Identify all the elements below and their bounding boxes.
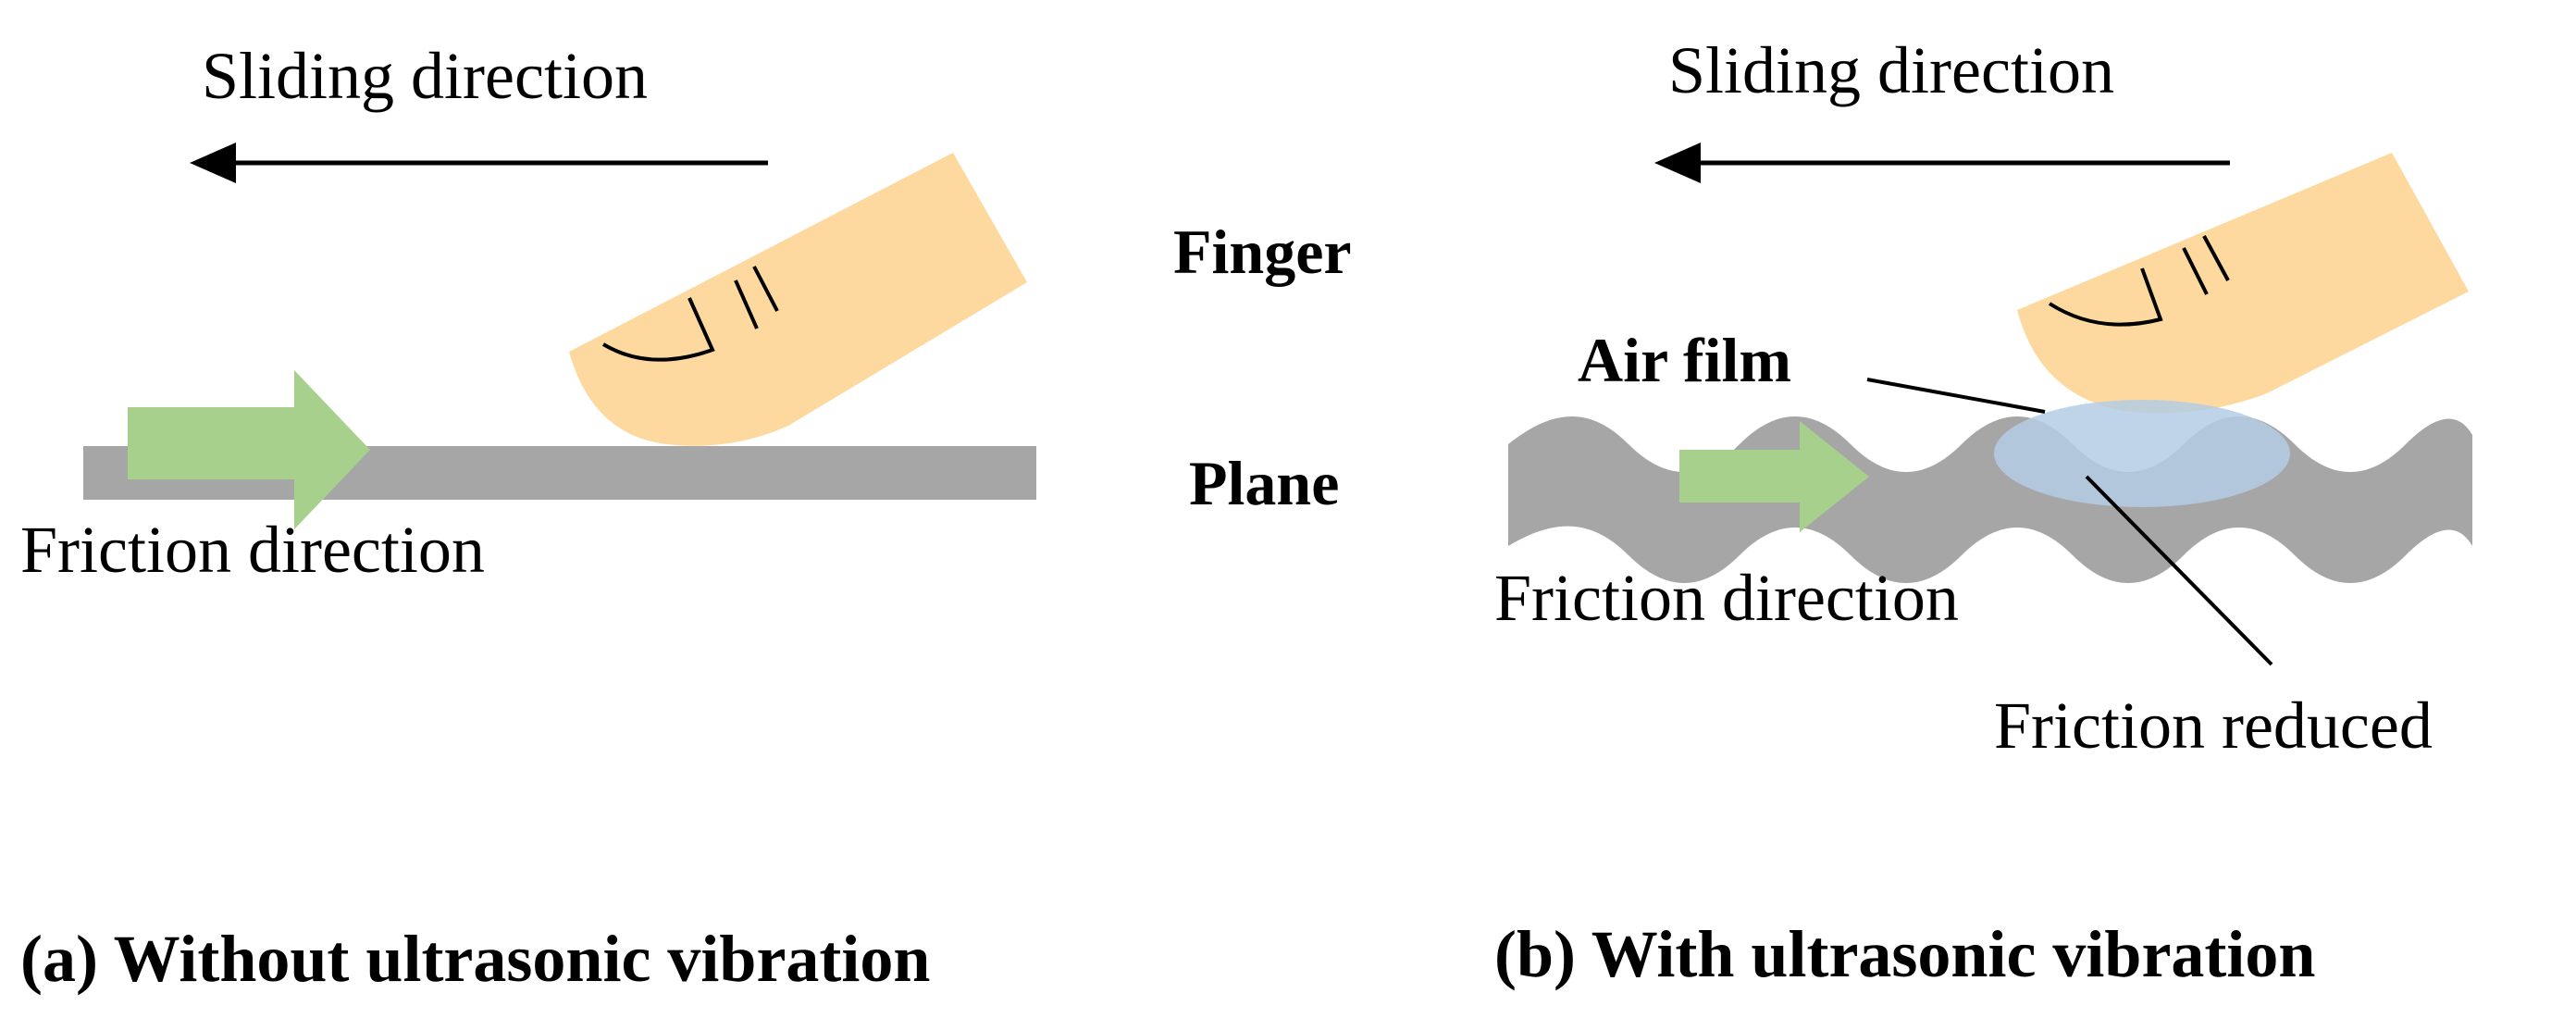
finger-a	[569, 153, 1027, 446]
finger-label: Finger	[1173, 217, 1352, 287]
wavy-plane-b	[1508, 416, 2472, 583]
friction-direction-label-b: Friction direction	[1494, 561, 1959, 635]
friction-arrow-b	[1679, 421, 1869, 532]
panel-a: Sliding direction Friction direction (a)…	[20, 39, 1036, 996]
friction-reduced-leader	[2085, 475, 2273, 666]
friction-reduced-label: Friction reduced	[1994, 689, 2433, 763]
sliding-direction-label-a: Sliding direction	[202, 39, 648, 113]
sliding-arrow-a	[190, 143, 768, 183]
caption-b: (b) With ultrasonic vibration	[1494, 917, 2315, 991]
air-film-leader	[1866, 378, 2046, 414]
air-film-label: Air film	[1578, 325, 1791, 395]
caption-a: (a) Without ultrasonic vibration	[20, 922, 930, 996]
sliding-direction-label-b: Sliding direction	[1668, 33, 2114, 107]
plane-label: Plane	[1189, 448, 1339, 518]
sliding-arrow-b	[1654, 143, 2230, 183]
friction-direction-label-a: Friction direction	[20, 513, 485, 587]
finger-b	[2017, 153, 2469, 414]
panel-b: Sliding direction Air film Friction dire…	[1494, 33, 2472, 991]
friction-arrow-a	[128, 370, 370, 529]
air-film-ellipse	[1994, 400, 2290, 507]
